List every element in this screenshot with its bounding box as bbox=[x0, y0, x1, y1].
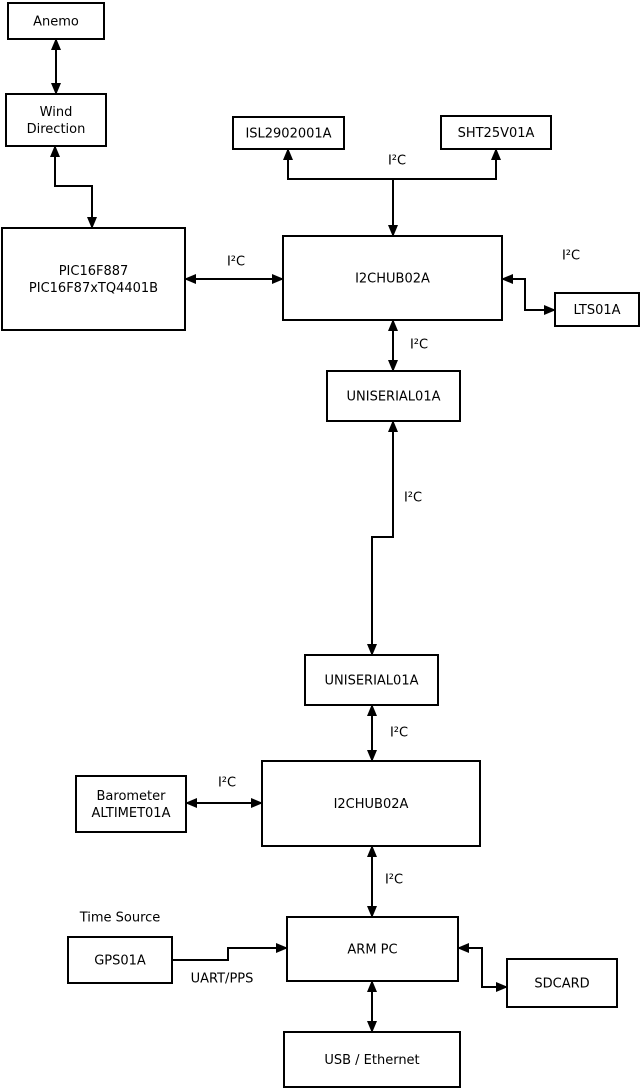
node-box-arm-pc bbox=[286, 916, 459, 982]
node-sht25v01a: SHT25V01A bbox=[440, 115, 552, 150]
node-i2chub02a-bottom: I2CHUB02A bbox=[261, 760, 481, 847]
node-box-wind-direction bbox=[5, 93, 107, 147]
label-time-source: Time Source bbox=[79, 911, 161, 926]
label-i2c-hubtop-lts: I²C bbox=[562, 249, 580, 264]
node-uniserial01a-top: UNISERIAL01A bbox=[326, 370, 461, 422]
edge-hubtop-lts bbox=[501, 274, 556, 315]
label-i2c-isl-sht-bus: I²C bbox=[388, 154, 406, 169]
node-box-uniserial01a-bottom bbox=[304, 654, 439, 706]
edge-gps-armpc bbox=[172, 943, 288, 961]
node-label-pic16f887: PIC16F887 bbox=[59, 264, 129, 279]
label-i2c-pic-hubtop: I²C bbox=[227, 255, 245, 270]
edge-armpc-sdcard bbox=[457, 943, 508, 992]
edge-winddirection-pic bbox=[50, 145, 97, 229]
node-box-i2chub02a-bottom bbox=[261, 760, 481, 847]
node-sdcard: SDCARD bbox=[506, 958, 618, 1008]
node-box-lts01a bbox=[554, 292, 640, 327]
node-i2chub02a-top: I2CHUB02A bbox=[282, 235, 503, 321]
node-label-sdcard: SDCARD bbox=[534, 977, 589, 992]
node-label-isl2902001a: ISL2902001A bbox=[245, 127, 331, 142]
node-label-wind-direction: Wind bbox=[40, 105, 73, 120]
labels-layer: I²C I²C I²C I²C I²C I²C I²C I²C Time SourceUART/… bbox=[79, 154, 580, 987]
label-uart-pps: UART/PPS bbox=[191, 972, 254, 987]
node-label-i2chub02a-top: I2CHUB02A bbox=[355, 272, 430, 287]
label-i2c-barometer-hub: I²C bbox=[218, 776, 236, 791]
node-label-gps01a: GPS01A bbox=[94, 954, 146, 969]
node-box-usb-ethernet bbox=[283, 1031, 461, 1088]
node-anemo: Anemo bbox=[7, 2, 105, 40]
node-label-uniserial01a-bottom: UNISERIAL01A bbox=[325, 674, 419, 689]
label-i2c-uniserial-link: I²C bbox=[404, 491, 422, 506]
node-label-uniserial01a-top: UNISERIAL01A bbox=[347, 390, 441, 405]
edges-layer bbox=[50, 38, 556, 1033]
node-box-gps01a bbox=[67, 936, 173, 984]
node-label-sht25v01a: SHT25V01A bbox=[458, 126, 535, 141]
node-arm-pc: ARM PC bbox=[286, 916, 459, 982]
node-uniserial01a-bottom: UNISERIAL01A bbox=[304, 654, 439, 706]
node-box-anemo bbox=[7, 2, 105, 40]
node-box-pic16f887 bbox=[1, 227, 186, 331]
node-label-wind-direction: Direction bbox=[27, 122, 86, 137]
node-label-pic16f887: PIC16F87xTQ4401B bbox=[29, 281, 158, 296]
node-gps01a: GPS01A bbox=[67, 936, 173, 984]
node-label-anemo: Anemo bbox=[33, 15, 79, 30]
node-label-barometer-altimet01a: ALTIMET01A bbox=[92, 806, 171, 821]
node-box-sht25v01a bbox=[440, 115, 552, 150]
node-box-i2chub02a-top bbox=[282, 235, 503, 321]
node-box-uniserial01a-top bbox=[326, 370, 461, 422]
node-isl2902001a: ISL2902001A bbox=[232, 116, 345, 150]
node-label-lts01a: LTS01A bbox=[573, 303, 620, 318]
node-label-usb-ethernet: USB / Ethernet bbox=[324, 1053, 419, 1068]
node-usb-ethernet: USB / Ethernet bbox=[283, 1031, 461, 1088]
node-label-barometer-altimet01a: Barometer bbox=[97, 789, 167, 804]
node-box-barometer-altimet01a bbox=[75, 775, 187, 833]
node-box-sdcard bbox=[506, 958, 618, 1008]
node-label-arm-pc: ARM PC bbox=[347, 943, 397, 958]
edge-uniserialtop-uniserialbottom bbox=[367, 420, 398, 656]
label-i2c-uniserial-hubbottom: I²C bbox=[390, 726, 408, 741]
node-label-i2chub02a-bottom: I2CHUB02A bbox=[334, 797, 409, 812]
label-i2c-hubtop-uniserial: I²C bbox=[410, 338, 428, 353]
node-lts01a: LTS01A bbox=[554, 292, 640, 327]
node-box-isl2902001a bbox=[232, 116, 345, 150]
label-i2c-hubbottom-armpc: I²C bbox=[385, 873, 403, 888]
